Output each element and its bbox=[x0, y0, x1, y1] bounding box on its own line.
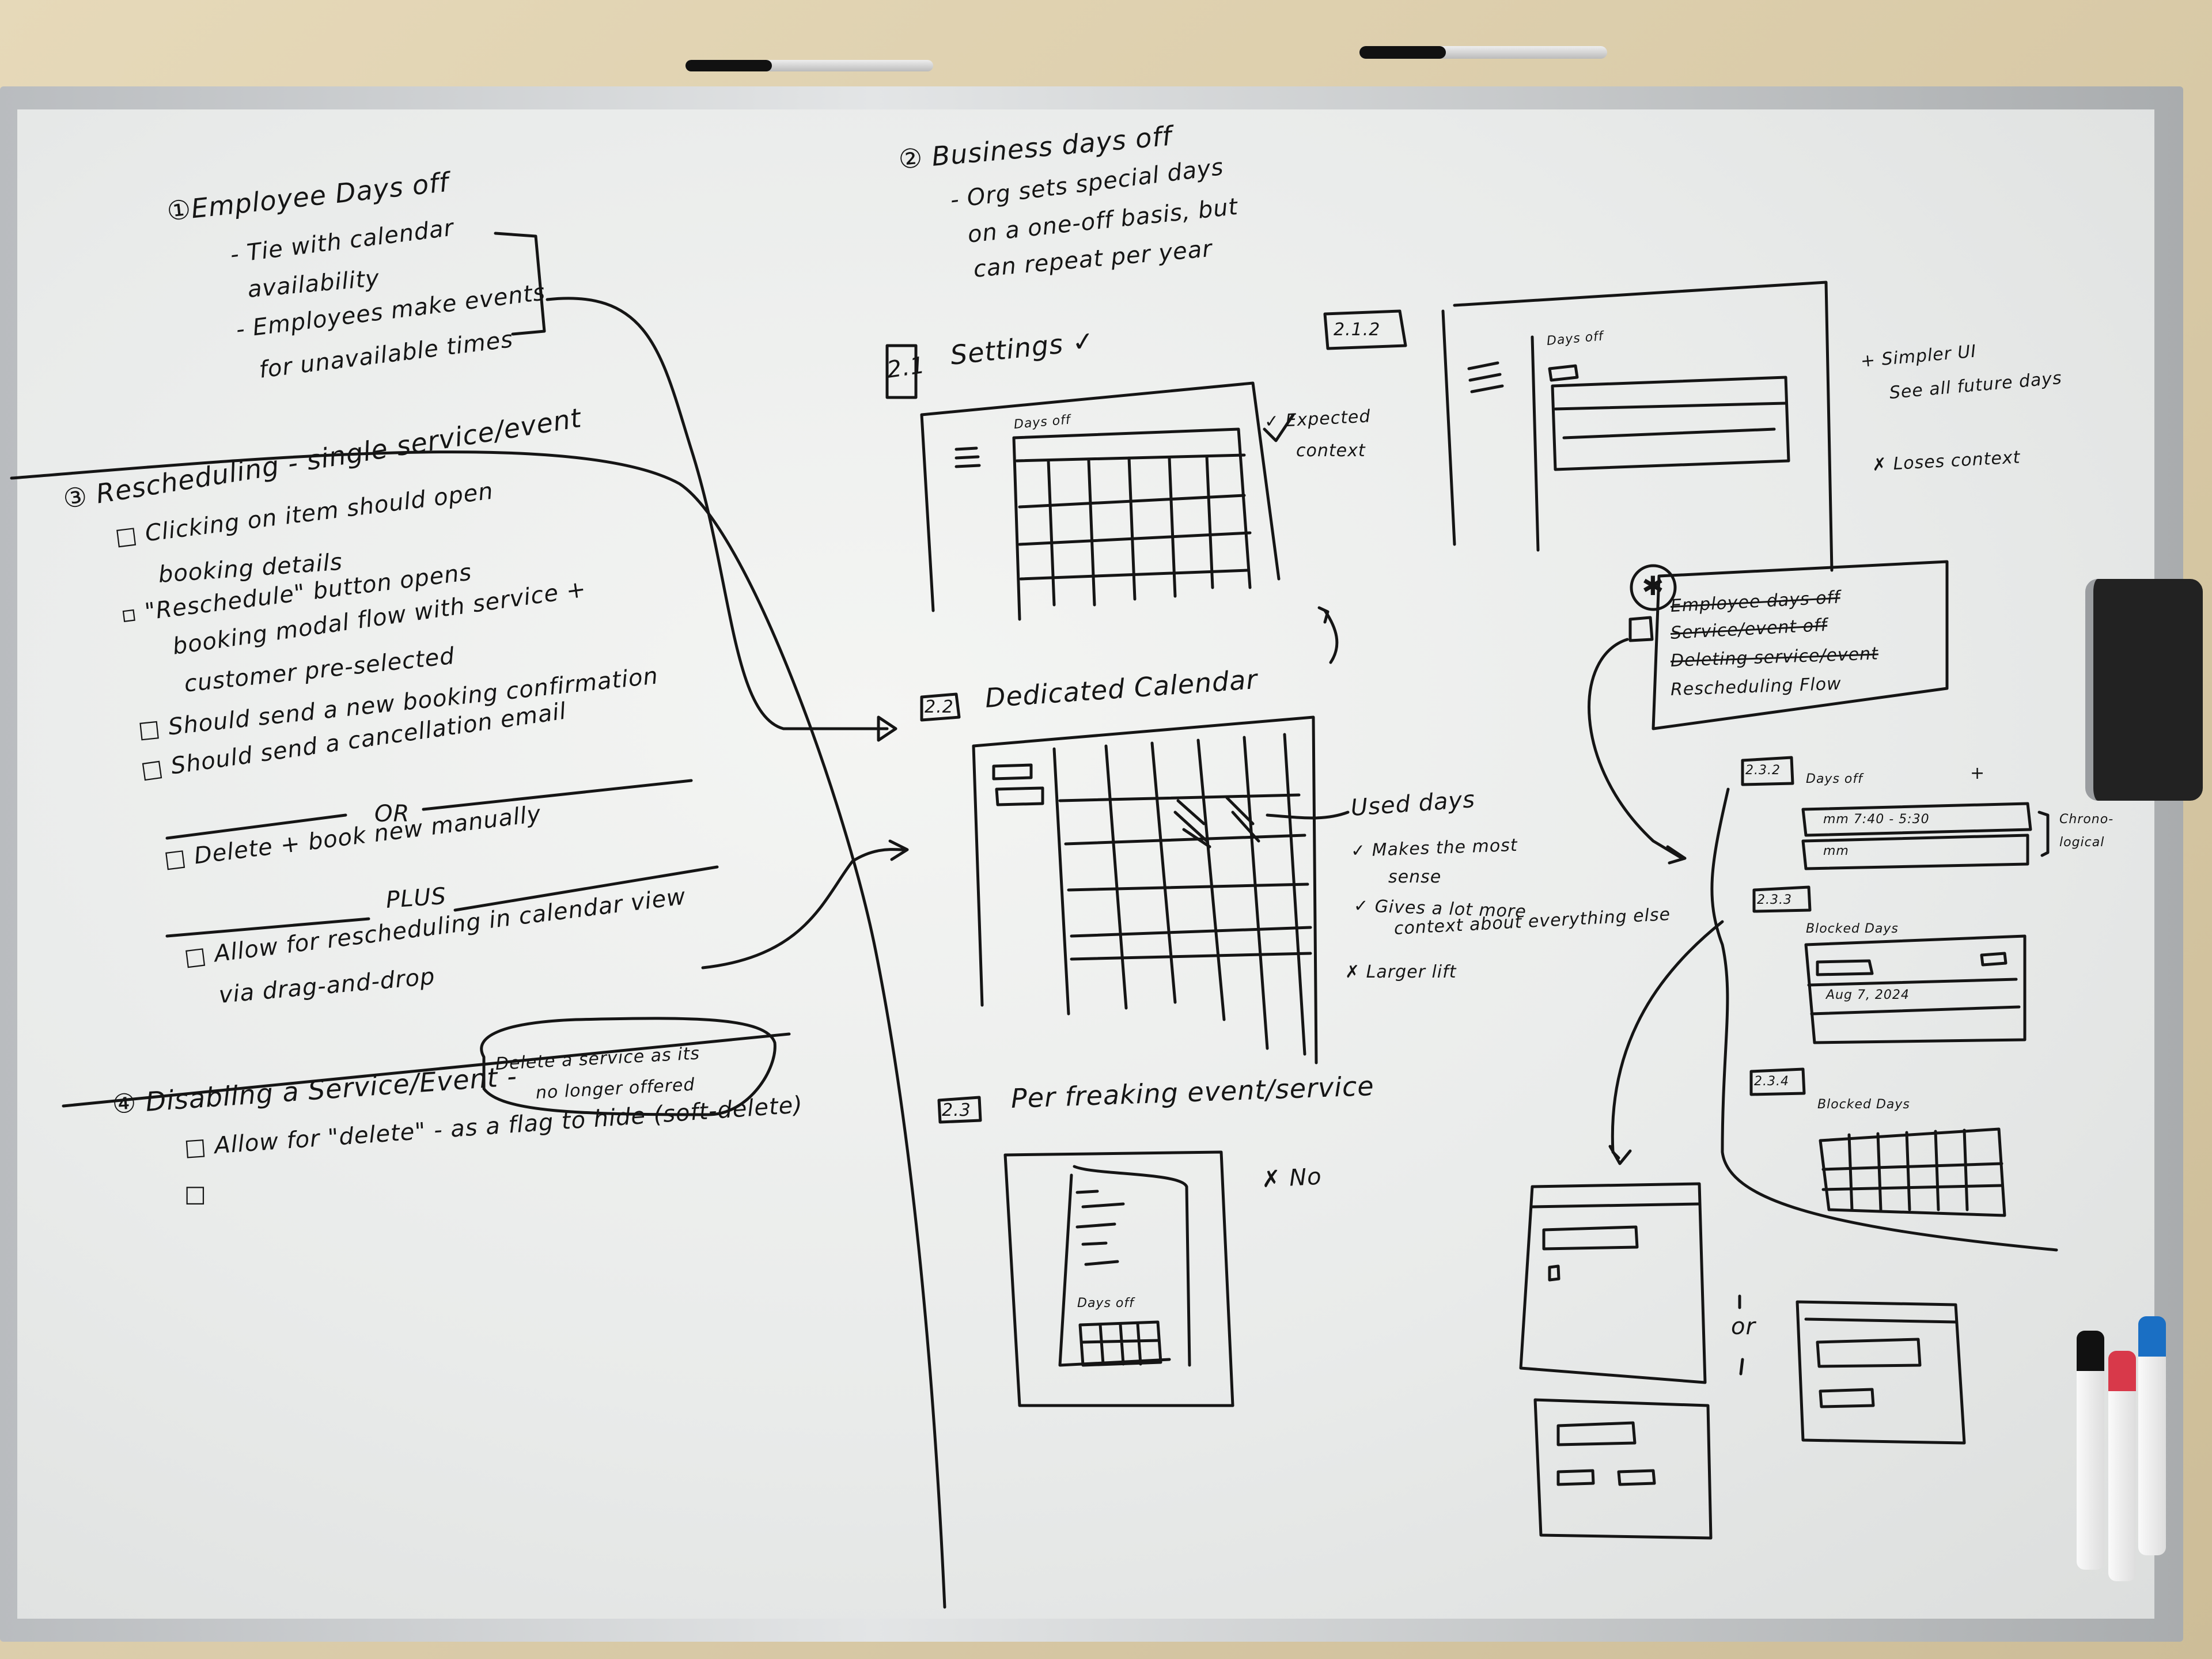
mini-chrono1: Chrono- bbox=[2059, 812, 2114, 827]
checklist-star: ✱ bbox=[1642, 570, 1665, 601]
marker-red bbox=[2108, 1351, 2136, 1581]
settings-note2: context bbox=[1296, 441, 1366, 461]
dedicated-tag: 2.2 bbox=[925, 697, 954, 717]
marker-blue bbox=[2138, 1316, 2166, 1555]
mini-233-tag: 2.3.3 bbox=[1757, 893, 1792, 907]
settings-tag: 2.1 bbox=[885, 351, 927, 384]
mini-232-plus: + bbox=[1970, 763, 1986, 783]
mini-234-title: Blocked Days bbox=[1817, 1097, 1910, 1112]
days-off-212-tag: 2.1.2 bbox=[1334, 320, 1381, 340]
mini-233-row: Aug 7, 2024 bbox=[1826, 988, 1910, 1002]
mini-or: or bbox=[1731, 1313, 1756, 1340]
eraser bbox=[2085, 579, 2203, 801]
dedicated-note6: ✗ Larger lift bbox=[1345, 962, 1457, 982]
mini-232-row2: mm bbox=[1823, 844, 1849, 858]
section3-plus: PLUS bbox=[385, 882, 448, 914]
per-event-no: ✗ No bbox=[1260, 1163, 1323, 1193]
marker-top-left-cap bbox=[685, 60, 772, 71]
mini-233-title: Blocked Days bbox=[1806, 922, 1899, 936]
mini-chrono2: logical bbox=[2059, 835, 2105, 850]
mini-232-title: Days off bbox=[1806, 772, 1863, 786]
marker-black bbox=[2077, 1331, 2104, 1570]
per-event-tag: 2.3 bbox=[942, 1100, 971, 1120]
mini-232-tag: 2.3.2 bbox=[1745, 763, 1781, 778]
section3-or: OR bbox=[374, 801, 410, 827]
mini-234-tag: 2.3.4 bbox=[1754, 1074, 1789, 1089]
marker-top-right-cap bbox=[1359, 46, 1446, 59]
dedicated-note3: sense bbox=[1388, 867, 1442, 887]
section4-item2: □ bbox=[184, 1181, 207, 1207]
mini-232-row1: mm 7:40 - 5:30 bbox=[1823, 812, 1930, 827]
per-event-inner: Days off bbox=[1077, 1296, 1134, 1310]
